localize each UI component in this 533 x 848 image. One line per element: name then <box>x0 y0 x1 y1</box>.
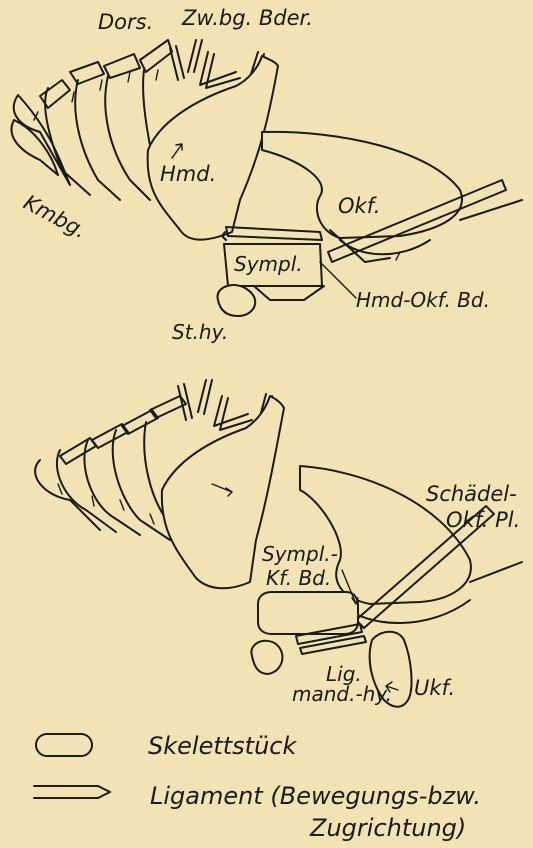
legend-ligament-swatch <box>34 786 110 798</box>
label-sympl-kf-2: Kf. Bd. <box>266 568 331 588</box>
label-okf: Okf. <box>338 196 380 217</box>
label-zw-bg-bder: Zw.bg. Bder. <box>182 8 313 29</box>
top-stylohyale <box>218 285 256 316</box>
label-sympl-kf-1: Sympl.- <box>262 544 338 564</box>
legend-ligament-label-2: Zugrichtung) <box>310 816 466 840</box>
legend <box>34 734 110 798</box>
label-st-hy: St.hy. <box>172 322 228 342</box>
label-lig-2: mand.-hy. <box>292 684 392 704</box>
bottom-stylohyale <box>251 641 282 674</box>
legend-skelett-swatch <box>36 734 92 756</box>
label-lig-1: Lig. <box>326 664 362 684</box>
top-hyomandibulare <box>148 56 278 240</box>
label-sympl: Sympl. <box>234 254 303 274</box>
label-dors: Dors. <box>98 12 153 33</box>
label-schaedel-2: Okf. Pl. <box>446 510 520 531</box>
label-ukf: Ukf. <box>414 678 455 699</box>
legend-ligament-label-1: Ligament (Bewegungs-bzw. <box>150 784 481 808</box>
label-hmd: Hmd. <box>160 164 216 185</box>
top-okf <box>262 132 462 238</box>
label-schaedel-1: Schädel- <box>426 484 517 505</box>
label-hmd-okf-bd: Hmd-Okf. Bd. <box>356 290 490 310</box>
legend-skelett-label: Skelettstück <box>148 734 296 758</box>
